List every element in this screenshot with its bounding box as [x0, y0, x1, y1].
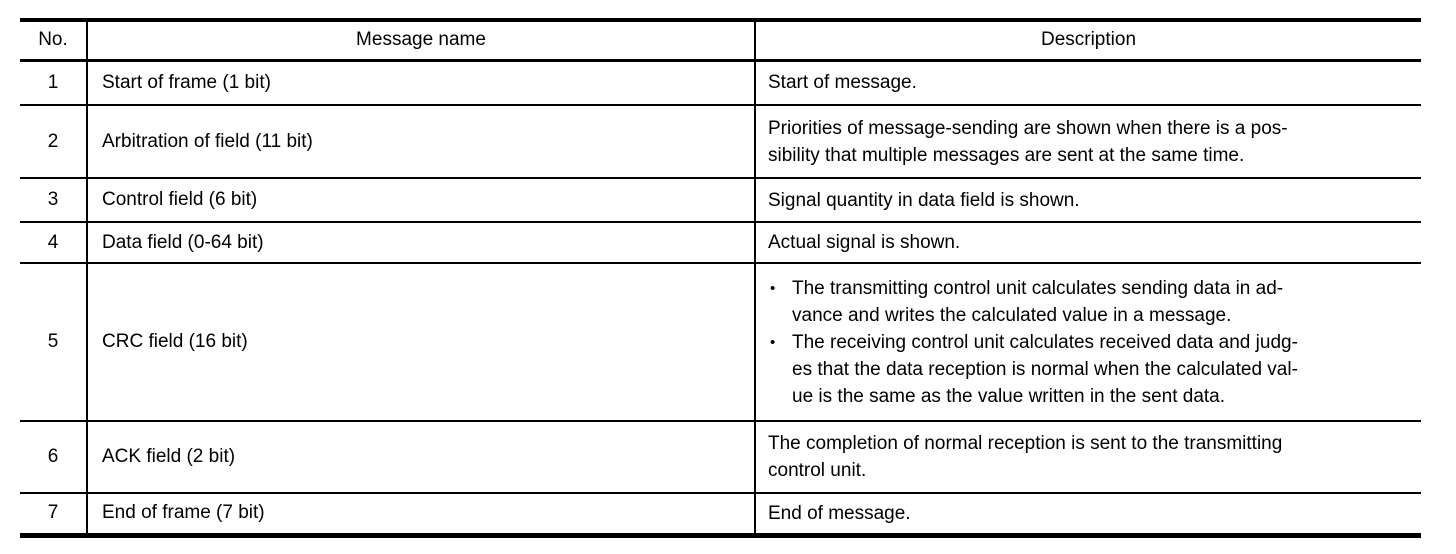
cell-description: End of message.: [768, 502, 911, 524]
cell-description: Start of message.: [768, 72, 917, 94]
cell-description: Signal quantity in data field is shown.: [768, 189, 1080, 211]
table-header-row: No. Message name Description: [20, 20, 1421, 62]
bullet-list-item: • The transmitting control unit calculat…: [768, 275, 1411, 329]
table-row-1: 1 Start of frame (1 bit) Start of messag…: [20, 60, 1421, 105]
col-header-message-name: Message name: [87, 20, 756, 62]
cell-description: • The transmitting control unit calculat…: [755, 263, 1421, 421]
table-row-4: 4 Data field (0-64 bit) Actual signal is…: [20, 222, 1421, 263]
cell-message-name: CRC field (16 bit): [87, 263, 756, 421]
cell-message-name: Start of frame (1 bit): [87, 60, 756, 105]
bullet-text: The transmitting control unit calculates…: [792, 277, 1284, 326]
cell-no: 5: [20, 263, 88, 421]
cell-message-name: Data field (0-64 bit): [87, 222, 756, 263]
cell-no: 7: [20, 493, 88, 535]
cell-no: 6: [20, 421, 88, 493]
can-message-table: No. Message name Description 1 Start of …: [20, 18, 1421, 538]
cell-description: Actual signal is shown.: [768, 232, 961, 253]
col-header-no: No.: [20, 20, 88, 62]
cell-no: 2: [20, 105, 88, 178]
cell-message-name: ACK field (2 bit): [87, 421, 756, 493]
col-header-description: Description: [755, 20, 1421, 62]
bullet-text: The receiving control unit calculates re…: [792, 331, 1298, 407]
bullet-list-item: • The receiving control unit calculates …: [768, 329, 1411, 410]
cell-description: The completion of normal reception is se…: [768, 433, 1283, 481]
cell-no: 4: [20, 222, 88, 263]
can-message-table-wrap: No. Message name Description 1 Start of …: [20, 18, 1421, 538]
cell-description: Priorities of message-sending are shown …: [768, 117, 1288, 166]
bullet-icon: •: [770, 279, 776, 297]
cell-message-name: Arbitration of field (11 bit): [87, 105, 756, 178]
cell-message-name: End of frame (7 bit): [87, 493, 756, 535]
cell-no: 1: [20, 60, 88, 105]
table-row-5: 5 CRC field (16 bit) • The transmitting …: [20, 263, 1421, 421]
table-row-7: 7 End of frame (7 bit) End of message.: [20, 493, 1421, 535]
table-row-3: 3 Control field (6 bit) Signal quantity …: [20, 178, 1421, 222]
table-row-2: 2 Arbitration of field (11 bit) Prioriti…: [20, 105, 1421, 178]
cell-no: 3: [20, 178, 88, 222]
bullet-icon: •: [770, 333, 776, 351]
table-row-6: 6 ACK field (2 bit) The completion of no…: [20, 421, 1421, 493]
cell-message-name: Control field (6 bit): [87, 178, 756, 222]
